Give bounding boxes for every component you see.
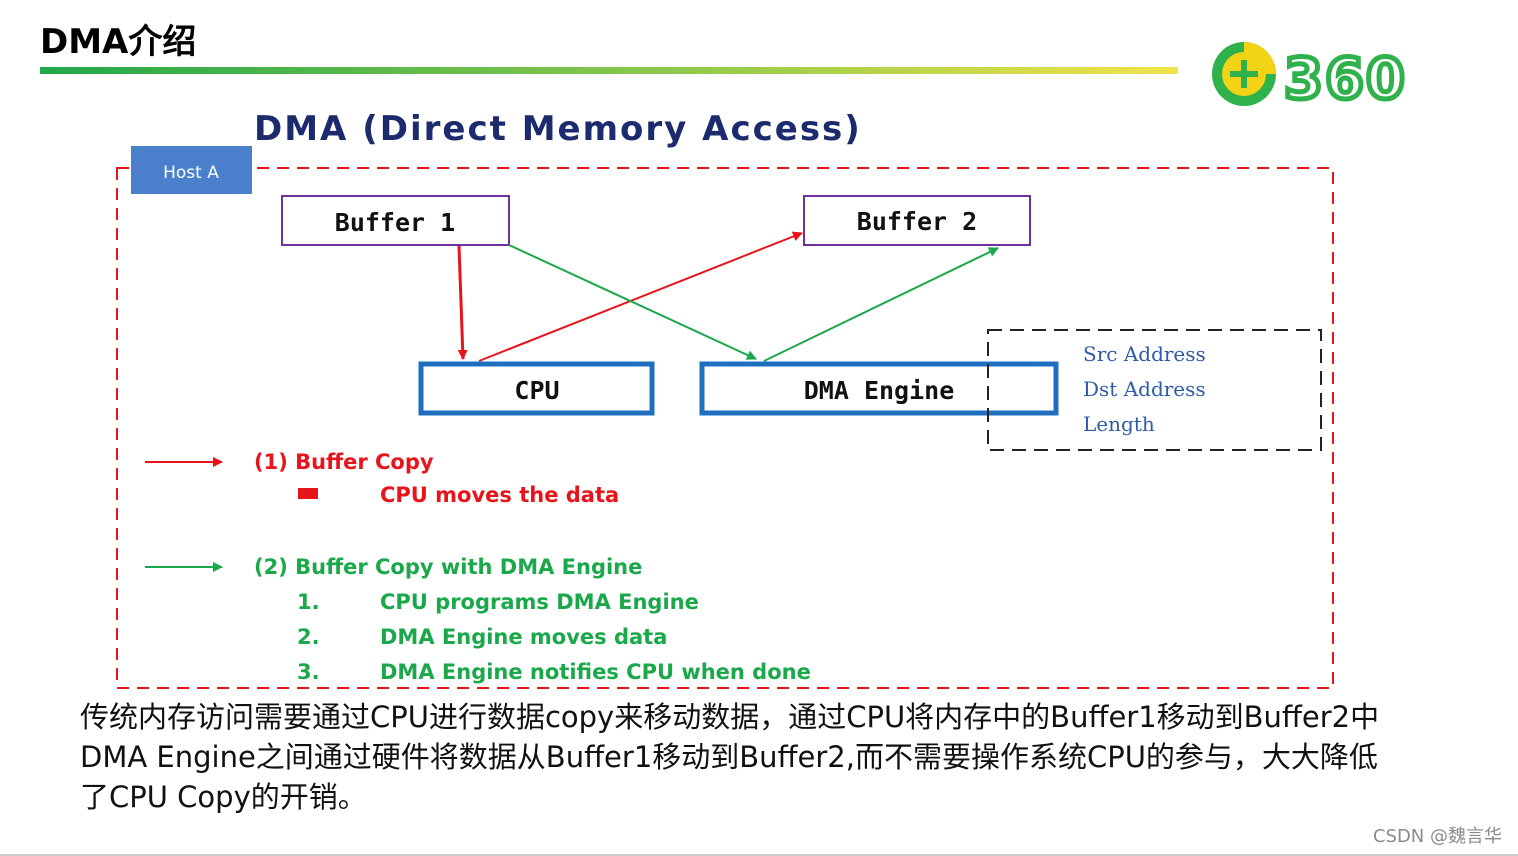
- host-tab: [131, 146, 252, 194]
- buffer1-box: [281, 195, 510, 246]
- dma-engine-box: [699, 361, 1059, 416]
- register-src: Src Address: [1083, 342, 1206, 366]
- legend-copy-item: CPU moves the data: [380, 483, 619, 507]
- logo-360: 360: [1212, 42, 1407, 110]
- arrow-dma-to-buffer2: [763, 247, 999, 362]
- legend-dma-title: (2) Buffer Copy with DMA Engine: [254, 555, 642, 579]
- slide-title: DMA介绍: [40, 22, 197, 62]
- cpu-label: CPU: [514, 376, 559, 405]
- dma-engine-label: DMA Engine: [804, 376, 955, 405]
- logo-text: 360: [1284, 47, 1407, 110]
- host-boundary: [116, 167, 1334, 689]
- buffer2-label: Buffer 2: [857, 207, 977, 236]
- host-label: Host A: [163, 163, 219, 183]
- cpu-box: [418, 361, 655, 416]
- legend-copy-title: (1) Buffer Copy: [254, 450, 434, 474]
- register-length: Length: [1083, 412, 1155, 436]
- step-3-number: 3.: [297, 660, 320, 684]
- title-underline: [40, 67, 1178, 74]
- dma-diagram: DMA (Direct Memory Access) Host A Buffer…: [116, 109, 1334, 689]
- step-3-text: DMA Engine notifies CPU when done: [380, 660, 811, 684]
- register-box: [987, 329, 1322, 451]
- step-1-number: 1.: [297, 590, 320, 614]
- description-line-2: DMA Engine之间通过硬件将数据从Buffer1移动到Buffer2,而不…: [80, 740, 1378, 814]
- buffer2-box: [803, 195, 1031, 246]
- step-1-text: CPU programs DMA Engine: [380, 590, 699, 614]
- arrow-cpu-to-buffer2: [478, 231, 803, 362]
- description-line-1: 传统内存访问需要通过CPU进行数据copy来移动数据，通过CPU将内存中的Buf…: [80, 700, 1380, 734]
- step-2-number: 2.: [297, 625, 320, 649]
- diagram-heading: DMA (Direct Memory Access): [254, 109, 862, 149]
- register-dst: Dst Address: [1083, 377, 1206, 401]
- arrow-buffer1-to-cpu: [457, 245, 468, 360]
- legend-copy-bullet: [298, 488, 318, 499]
- bottom-divider: [0, 854, 1518, 856]
- buffer1-label: Buffer 1: [335, 208, 455, 237]
- step-2-text: DMA Engine moves data: [380, 625, 667, 649]
- description: 传统内存访问需要通过CPU进行数据copy来移动数据，通过CPU将内存中的Buf…: [80, 697, 1400, 817]
- watermark: CSDN @魏言华: [1372, 826, 1502, 847]
- arrow-buffer1-to-dma: [508, 244, 757, 360]
